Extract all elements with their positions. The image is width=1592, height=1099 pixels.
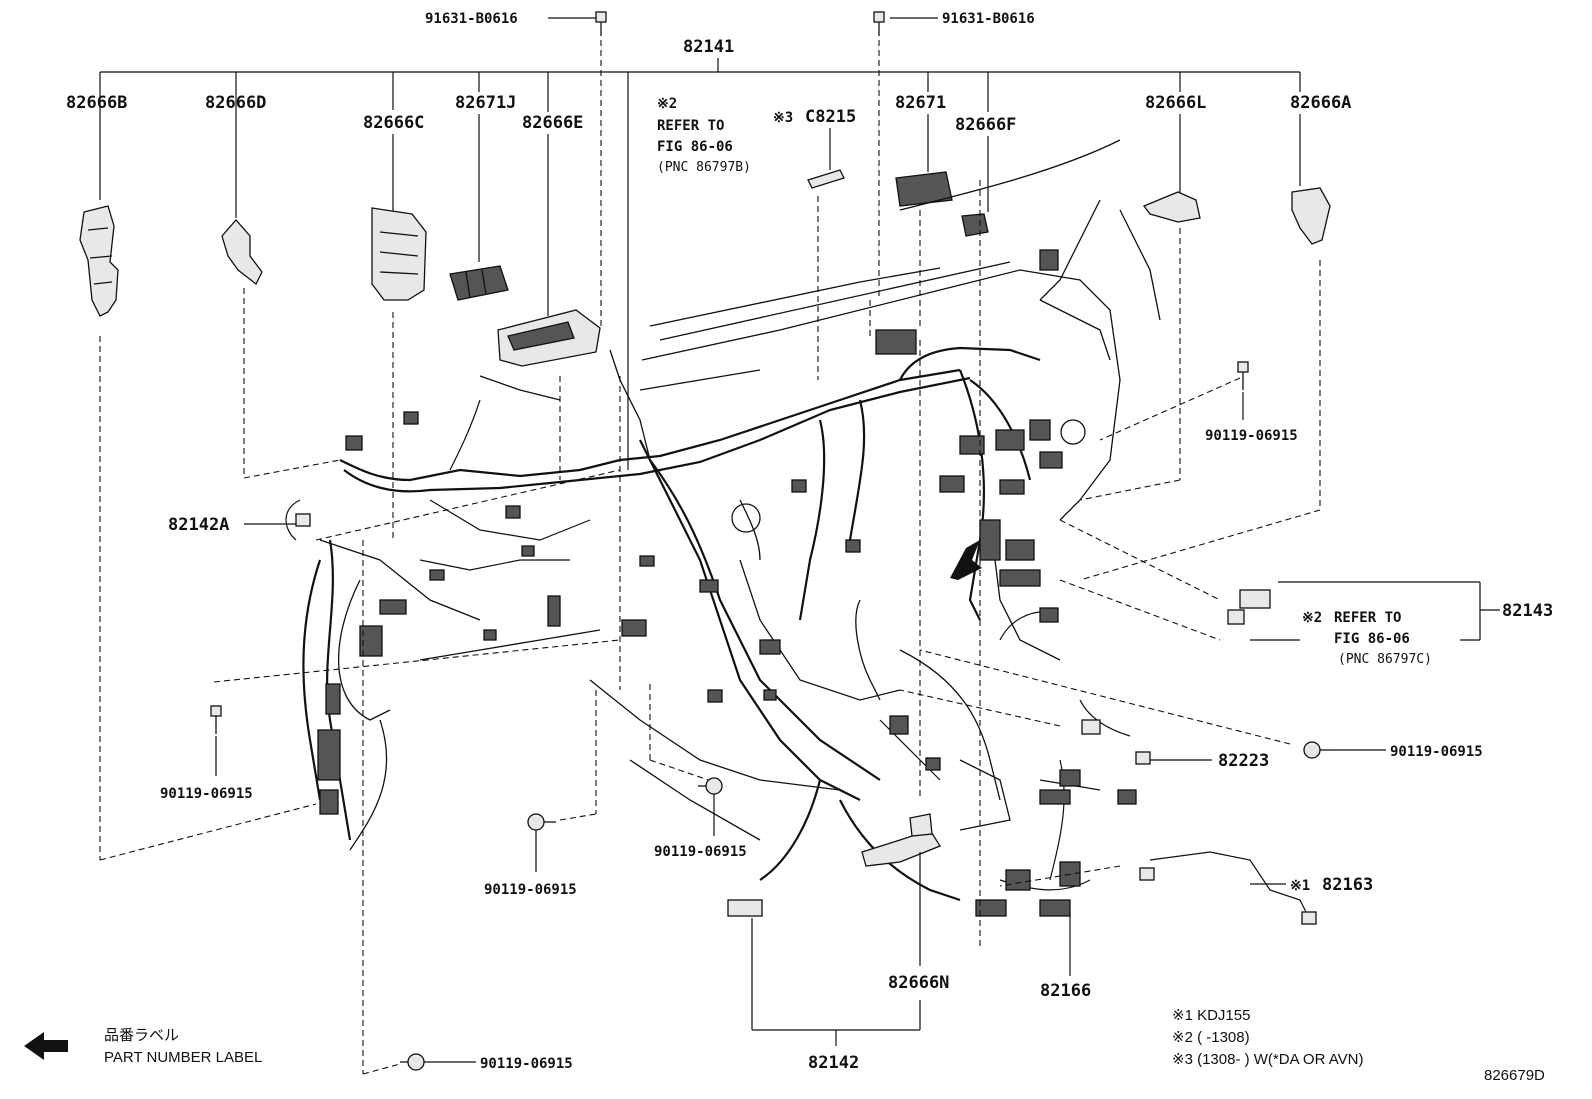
footnote-3: ※3 (1308- ) W(*DA OR AVN) <box>1172 1051 1364 1068</box>
label-bolt-center: 90119-06915 <box>484 882 577 898</box>
bolt-top-left-icon <box>595 11 607 36</box>
note2b-pnc: (PNC 86797C) <box>1338 652 1432 667</box>
bolt-center-icon <box>527 813 556 831</box>
figure-code: 826679D <box>1484 1067 1545 1084</box>
label-82671: 82671 <box>895 93 946 113</box>
label-82166: 82166 <box>1040 981 1091 1001</box>
label-82143: 82143 <box>1502 601 1553 621</box>
bolt-left-icon <box>210 705 222 734</box>
note2b-mark: ※2 <box>1302 610 1322 626</box>
label-82666C: 82666C <box>363 113 424 133</box>
note2-pnc: (PNC 86797B) <box>657 160 751 175</box>
label-bolt-lower-center: 90119-06915 <box>654 844 747 860</box>
label-82223: 82223 <box>1218 751 1269 771</box>
label-bolt-top-left: 91631-B0616 <box>425 11 518 27</box>
relay-82671-icon <box>895 114 953 207</box>
label-bolt-right-mid: 90119-06915 <box>1390 744 1483 760</box>
label-bolt-bottom: 90119-06915 <box>480 1056 573 1072</box>
note2-mark: ※2 <box>657 96 677 112</box>
legend-arrow-icon <box>24 1032 68 1060</box>
label-82666L: 82666L <box>1145 93 1206 113</box>
label-82666B: 82666B <box>66 93 127 113</box>
label-82142: 82142 <box>808 1053 859 1073</box>
main-harness-wires <box>285 346 1311 921</box>
label-82666A: 82666A <box>1290 93 1351 113</box>
part-number-label-arrow-icon <box>950 540 982 580</box>
bolt-top-right-icon <box>873 11 885 36</box>
label-C8215: C8215 <box>805 107 856 127</box>
connector-82666E-icon <box>497 134 601 367</box>
connector-82666F-icon <box>961 136 989 237</box>
label-82142A: 82142A <box>168 515 229 535</box>
bolt-right-upper-icon <box>1237 361 1249 390</box>
bracket-82142 <box>751 918 921 1046</box>
bolt-right-mid-icon <box>1303 741 1336 759</box>
label-82666F: 82666F <box>955 115 1016 135</box>
label-bolt-top-right: 91631-B0616 <box>942 11 1035 27</box>
harness-bracket <box>99 58 1301 470</box>
relay-82671J-icon <box>449 114 509 301</box>
label-bolt-right-upper: 90119-06915 <box>1205 428 1298 444</box>
footnote-2: ※2 ( -1308) <box>1172 1029 1250 1046</box>
note2b-refer: REFER TO <box>1334 610 1401 626</box>
relay-block-82666C-icon <box>371 134 427 301</box>
bracket-82666L-icon <box>1142 114 1201 223</box>
connector-C8215-icon <box>807 128 845 189</box>
bracket-82666B-icon <box>79 92 119 317</box>
label-82163: 82163 <box>1322 875 1373 895</box>
label-bolt-left: 90119-06915 <box>160 786 253 802</box>
bracket-82666D-icon <box>221 92 263 285</box>
bolt-lower-center-icon <box>698 777 723 795</box>
note2-refer: REFER TO <box>657 118 724 134</box>
bracket-82666A-icon <box>1291 114 1331 245</box>
bolt-bottom-icon <box>400 1053 425 1071</box>
instrument-panel-outline <box>319 139 1161 851</box>
note1-mark: ※1 <box>1290 878 1310 894</box>
footnote-1: ※1 KDJ155 <box>1172 1007 1250 1024</box>
legend-part-label-en: PART NUMBER LABEL <box>104 1049 262 1066</box>
label-82666E: 82666E <box>522 113 583 133</box>
label-82666N: 82666N <box>888 973 949 993</box>
note2b-fig: FIG 86-06 <box>1334 631 1410 647</box>
label-82671J: 82671J <box>455 93 516 113</box>
bracket-82143 <box>1250 581 1500 641</box>
note2-fig: FIG 86-06 <box>657 139 733 155</box>
label-82141: 82141 <box>683 37 734 57</box>
note3-mark: ※3 <box>773 110 793 126</box>
legend-part-label-jp: 品番ラベル <box>104 1027 179 1044</box>
